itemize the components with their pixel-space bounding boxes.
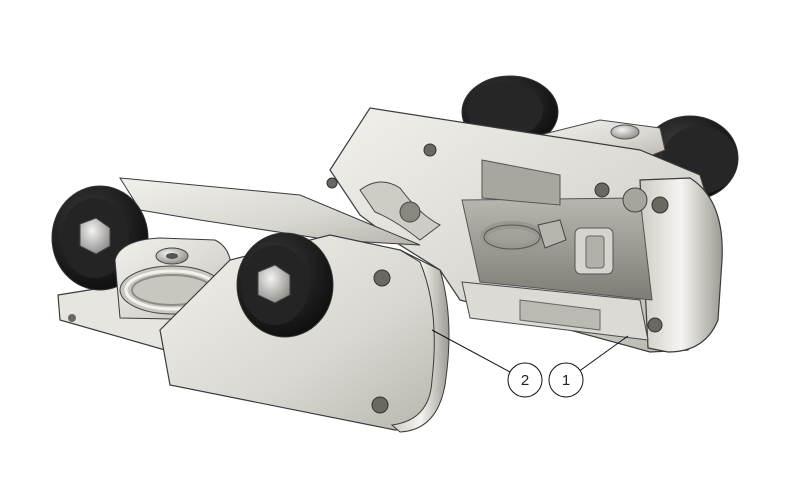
leader-line-1	[577, 335, 629, 373]
housing-end-cap	[639, 177, 723, 353]
callout-group: 2 1	[431, 329, 629, 398]
hex-bolt-icon	[610, 124, 640, 140]
roller-wheel-icon	[467, 82, 543, 138]
leader-line-2	[431, 329, 511, 373]
roller-front-right	[236, 232, 334, 338]
callout-1	[548, 362, 584, 398]
callout-label-2: 2	[521, 372, 529, 389]
side-plate-edge	[390, 249, 450, 433]
cavity-slot	[481, 159, 561, 206]
eyebolt	[480, 219, 614, 275]
callout-2	[507, 362, 543, 398]
hex-bolt-icon	[79, 217, 111, 255]
carriage-assembly-right	[326, 75, 739, 353]
carriage-assembly-left	[51, 177, 450, 433]
callout-label-1: 1	[562, 372, 570, 389]
hex-bolt-icon	[257, 264, 291, 304]
